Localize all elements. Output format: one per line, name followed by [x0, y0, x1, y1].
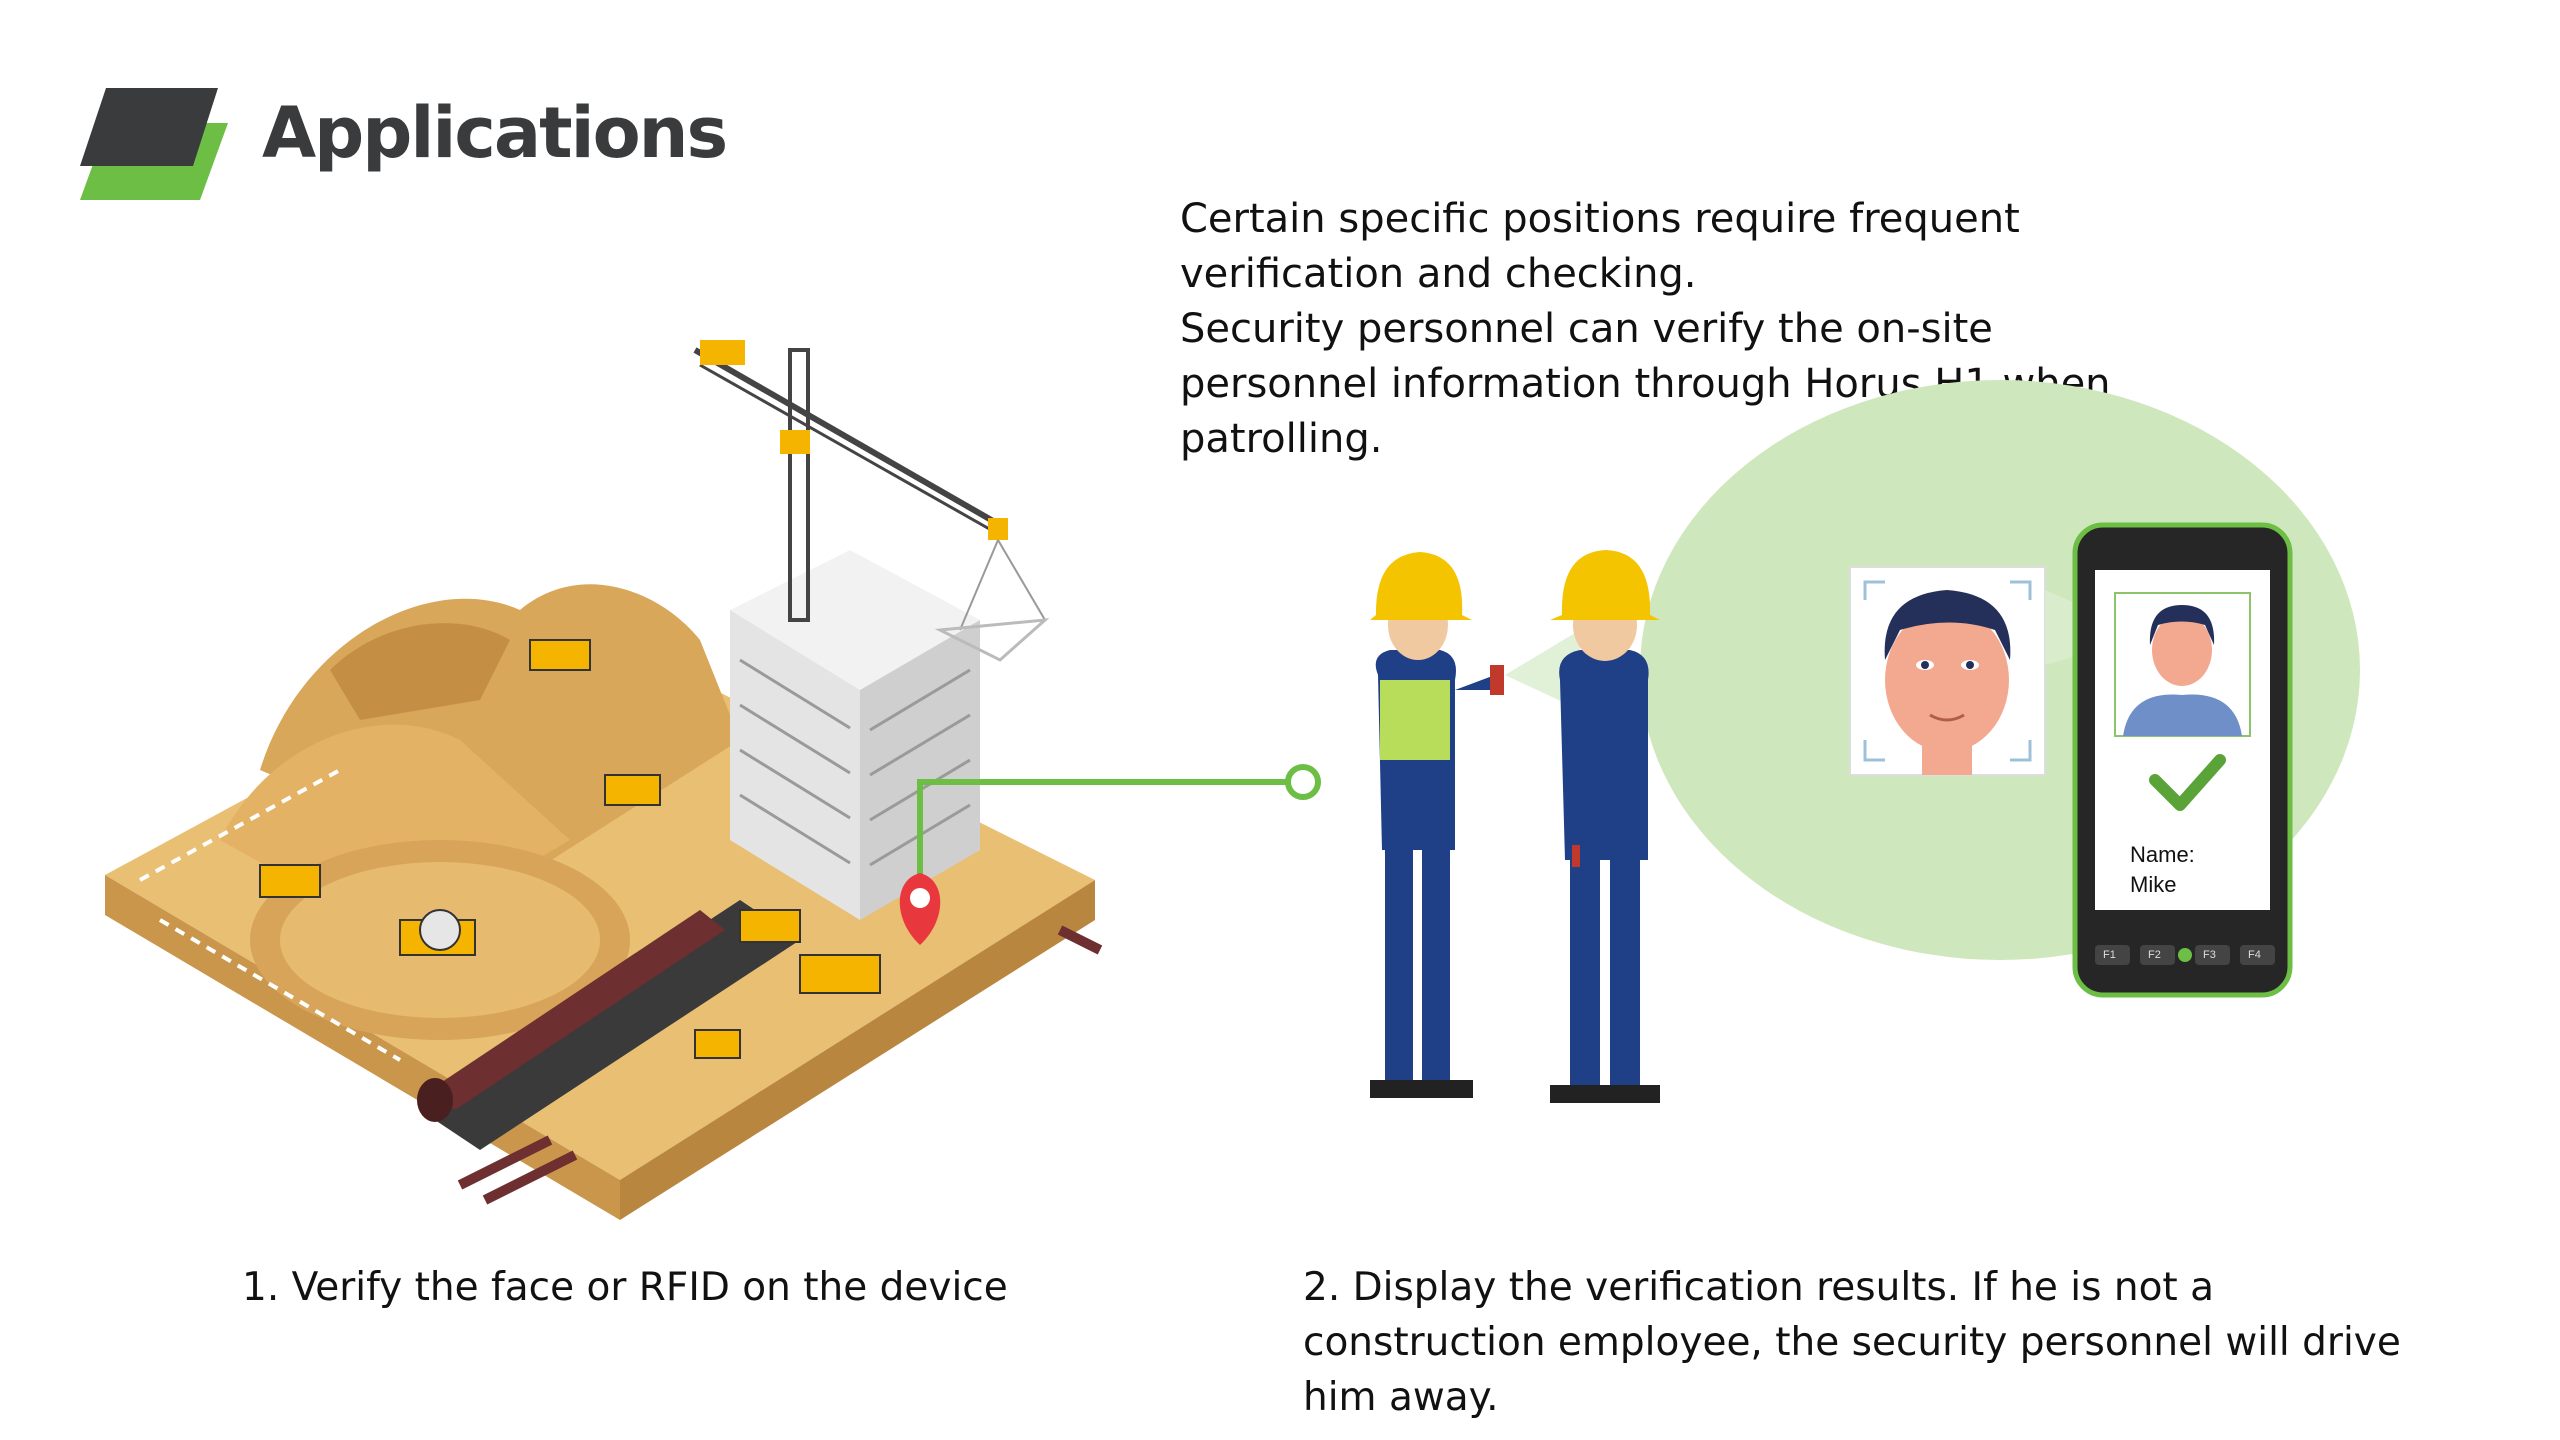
caption-step-1: 1. Verify the face or RFID on the device: [242, 1265, 1008, 1310]
intro-line-1: Certain specific positions require frequ…: [1180, 196, 2020, 297]
logo-mark: [80, 88, 228, 200]
worker-figure: [1550, 550, 1660, 1103]
horus-h1-device: [2072, 522, 2293, 998]
intro-text: Certain specific positions require frequ…: [1180, 192, 2200, 467]
device-key-f3[interactable]: F3: [2203, 949, 2216, 961]
device-name-label: Name:: [2130, 842, 2195, 867]
intro-line-2: Security personnel can verify the on-sit…: [1180, 306, 2111, 462]
caption-step-2: 2. Display the verification results. If …: [1303, 1265, 2401, 1420]
device-key-f4[interactable]: F4: [2248, 949, 2261, 961]
device-name-value: Mike: [2130, 872, 2177, 897]
device-key-f2[interactable]: F2: [2148, 949, 2161, 961]
device-key-f1[interactable]: F1: [2103, 949, 2116, 961]
security-guard-figure: [1370, 552, 1580, 1098]
construction-site-illustration: [105, 340, 1321, 1220]
verification-scene-illustration: [1370, 380, 2360, 1103]
page-title: Applications: [262, 92, 728, 174]
